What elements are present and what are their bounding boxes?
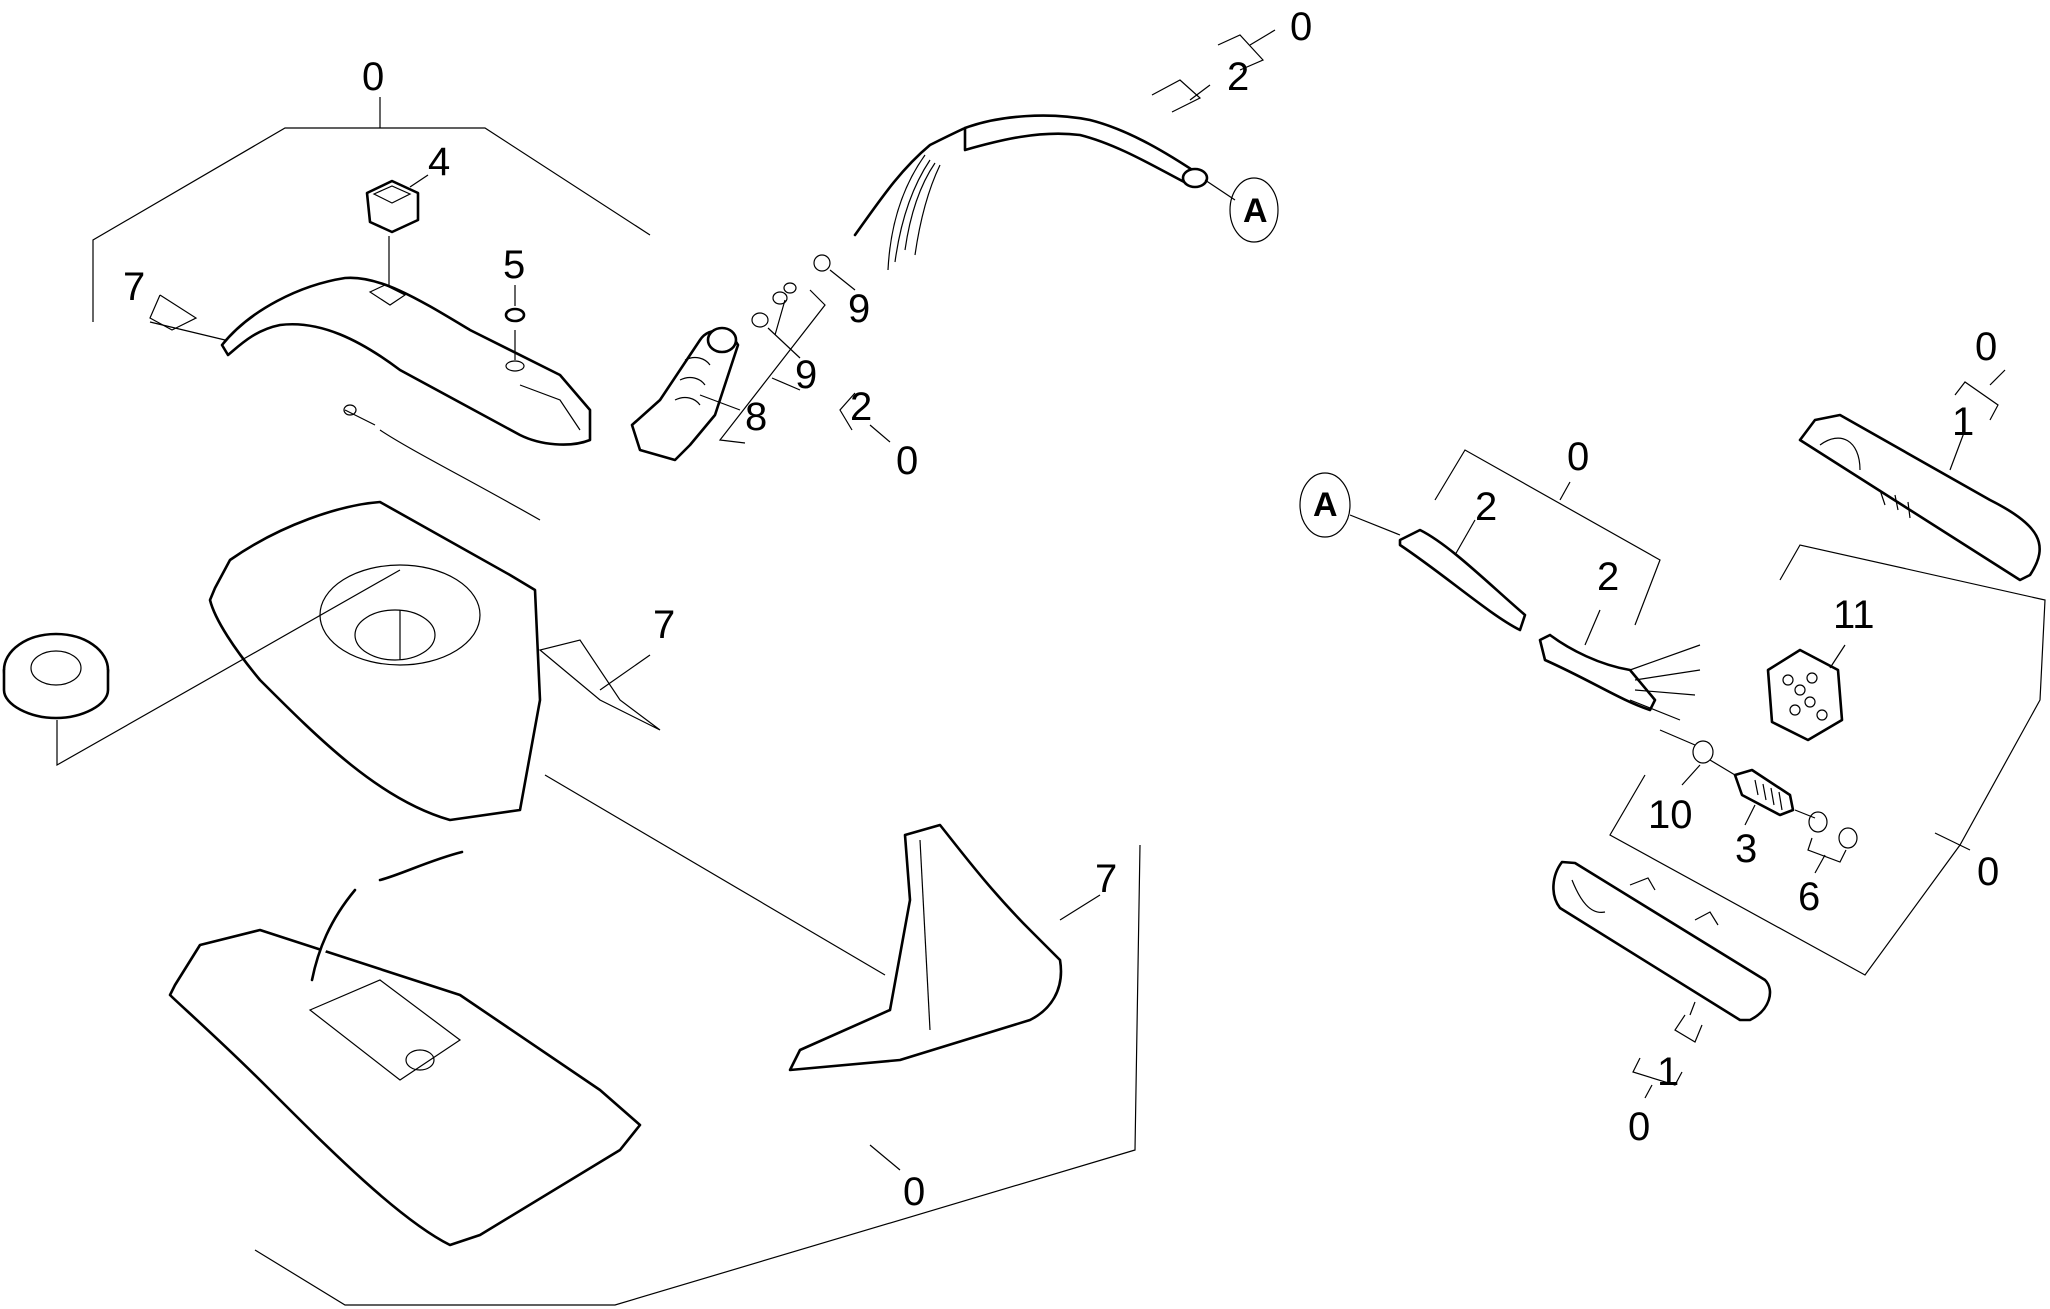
callout-cover-bottom-asm: 0 [1628, 1105, 1650, 1149]
hose-group-bracket [718, 289, 891, 444]
cable-top-part [853, 114, 1209, 271]
callout-handle-label: 7 [123, 265, 145, 309]
handle-label-leader [149, 294, 226, 341]
callout-right-group-asm: 0 [1977, 850, 1999, 894]
temperature-knob-part [2, 569, 401, 767]
reference-marker-a-right-label: A [1313, 486, 1338, 524]
cover-bottom-bracket [1632, 1001, 1703, 1099]
callout-cover-top-asm: 0 [1975, 325, 1997, 369]
callout-stand-label: 7 [1095, 857, 1117, 901]
callout-clamp-lower: 9 [795, 353, 817, 397]
callout-orings: 6 [1798, 875, 1820, 919]
clamp-right-part [1659, 729, 1714, 786]
callout-hose-sleeve: 8 [745, 395, 767, 439]
valve-part [1709, 759, 1816, 826]
callout-housing-label: 7 [653, 603, 675, 647]
switch-part [365, 174, 429, 285]
callout-plug: 5 [503, 243, 525, 287]
connector-block-part [1766, 644, 1846, 742]
reference-marker-a-top-label: A [1243, 192, 1268, 230]
reference-marker-a-right [1299, 472, 1401, 538]
callout-clamp-right: 10 [1648, 793, 1693, 837]
callout-cable-top-asm: 0 [1290, 5, 1312, 49]
right-group-bracket [1609, 544, 2046, 976]
callout-handle-group-assembly: 0 [362, 55, 384, 99]
cable-top-bracket [1151, 29, 1276, 113]
callout-cover-bottom-sub: 1 [1657, 1050, 1679, 1094]
plug-part [504, 285, 526, 372]
base-group-bracket [254, 844, 1141, 1306]
hose-sleeve-part [630, 326, 741, 462]
thermal-probe-part [343, 404, 541, 521]
soleplate-part [168, 774, 886, 1247]
callout-connector: 11 [1833, 593, 1875, 637]
cover-top-bracket [1949, 369, 2006, 471]
clamp-upper-part [813, 254, 856, 291]
callout-cable-right-2b: 2 [1597, 555, 1619, 599]
handle-part [220, 276, 592, 446]
callout-cover-top-sub: 1 [1952, 400, 1974, 444]
clamp-lower-part [751, 312, 801, 359]
callout-clamp-upper: 9 [848, 287, 870, 331]
connector-fitting-part [772, 282, 797, 336]
callout-base-group-asm: 0 [903, 1170, 925, 1214]
cover-top-part [1798, 413, 2041, 582]
cover-bottom-part [1552, 860, 1772, 1022]
callout-hose-group-sub: 2 [850, 385, 872, 429]
cable-right-part [1398, 528, 1701, 721]
callout-cable-right-2a: 2 [1475, 485, 1497, 529]
callout-cable-right-asm: 0 [1567, 435, 1589, 479]
housing-part [208, 500, 661, 822]
handle-group-bracket [92, 97, 651, 322]
reference-marker-a-top [1204, 177, 1279, 243]
callout-valve: 3 [1735, 827, 1757, 871]
callout-hose-group-asm: 0 [896, 439, 918, 483]
cable-right-bracket [1434, 449, 1661, 646]
orings-part [1807, 811, 1858, 874]
callout-switch: 4 [428, 140, 450, 184]
iron-stand-part [788, 823, 1101, 1072]
callout-cable-top-sub: 2 [1227, 55, 1249, 99]
